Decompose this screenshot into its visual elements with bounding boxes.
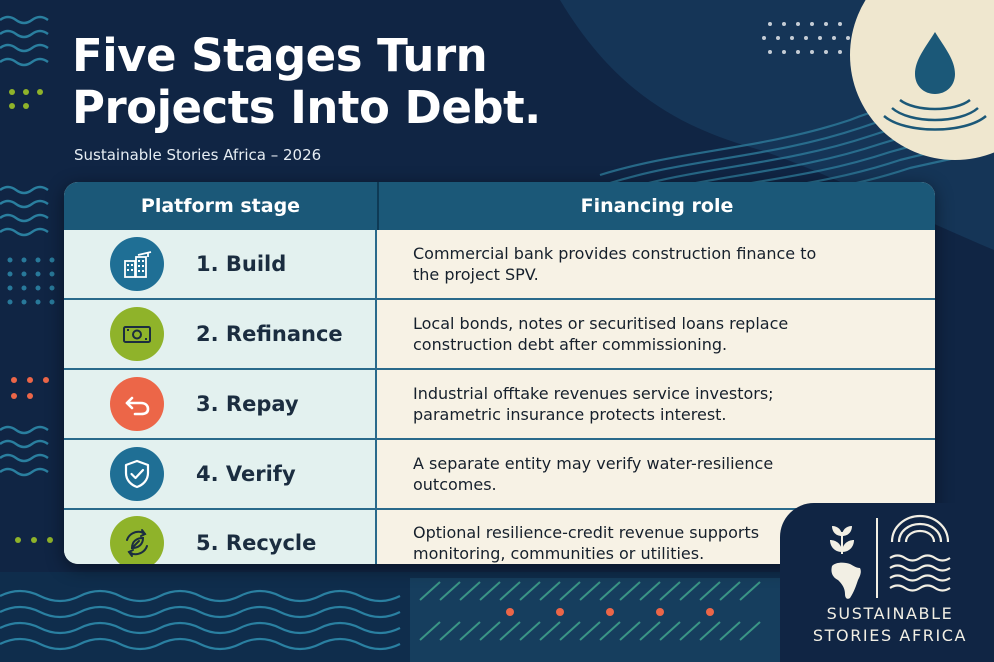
stage-label: 3. Repay [196, 392, 299, 416]
buildings-crane-icon [110, 237, 164, 291]
stage-label: 2. Refinance [196, 322, 343, 346]
table-row: 3. Repay Industrial offtake revenues ser… [64, 368, 935, 438]
shield-check-icon [110, 447, 164, 501]
title-line-1: Five Stages Turn [72, 29, 488, 82]
brand-line-1: SUSTAINABLE [826, 604, 954, 623]
page-title: Five Stages Turn Projects Into Debt. [72, 30, 541, 134]
header-financing-role: Financing role [580, 195, 734, 217]
brand-name: SUSTAINABLE STORIES AFRICA [800, 603, 980, 647]
stage-label: 5. Recycle [196, 531, 317, 555]
stages-table: Platform stage Financing role [64, 182, 935, 564]
header-platform-stage: Platform stage [64, 182, 379, 230]
role-cell: Industrial offtake revenues service inve… [377, 370, 935, 438]
sprout-icon [830, 526, 854, 554]
role-cell: A separate entity may verify water-resil… [377, 440, 935, 508]
role-text: Industrial offtake revenues service inve… [413, 384, 774, 424]
page-subtitle: Sustainable Stories Africa – 2026 [74, 146, 322, 164]
africa-map-icon [831, 562, 861, 599]
role-text: A separate entity may verify water-resil… [413, 454, 774, 494]
role-text: Local bonds, notes or securitised loans … [413, 314, 789, 354]
stage-cell: 3. Repay [64, 370, 377, 438]
stage-cell: 2. Refinance [64, 300, 377, 368]
stage-cell: 4. Verify [64, 440, 377, 508]
stage-label: 1. Build [196, 252, 287, 276]
role-cell: Commercial bank provides construction fi… [377, 230, 935, 298]
stage-cell: 5. Recycle [64, 510, 377, 564]
sun-waves-icon [889, 514, 951, 592]
brand-logo-mark [830, 514, 951, 599]
table-row: 1. Build Commercial bank provides constr… [64, 230, 935, 298]
table-row: 2. Refinance Local bonds, notes or secur… [64, 298, 935, 368]
table-header: Platform stage Financing role [64, 182, 935, 230]
role-text: Commercial bank provides construction fi… [413, 244, 817, 284]
stage-cell: 1. Build [64, 230, 377, 298]
brand-logo [780, 503, 994, 662]
table-row: 4. Verify A separate entity may verify w… [64, 438, 935, 508]
return-arrow-icon [110, 377, 164, 431]
role-cell: Local bonds, notes or securitised loans … [377, 300, 935, 368]
water-drop-icon [915, 32, 955, 94]
stage-label: 4. Verify [196, 462, 296, 486]
banknote-icon [110, 307, 164, 361]
title-line-2: Projects Into Debt. [72, 81, 541, 134]
role-text: Optional resilience-credit revenue suppo… [413, 523, 760, 563]
brand-line-2: STORIES AFRICA [812, 626, 968, 645]
recycle-leaf-icon [110, 516, 164, 564]
